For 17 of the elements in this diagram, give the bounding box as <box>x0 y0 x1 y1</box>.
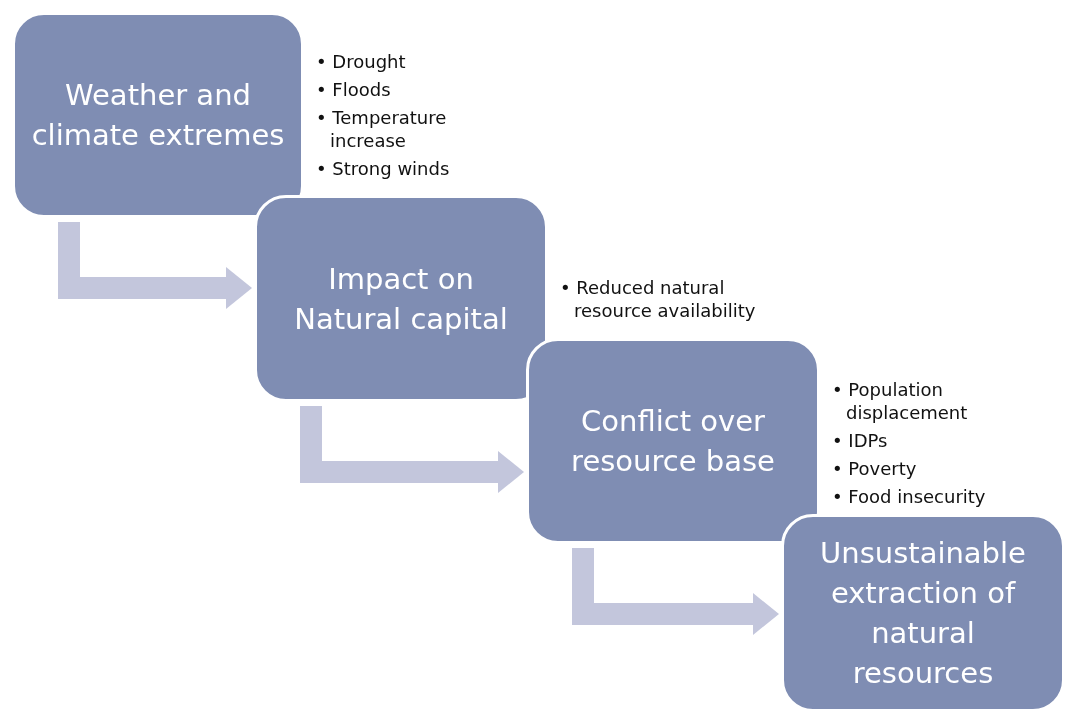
bullet-item: • Drought <box>316 50 407 73</box>
box-title: Unsustainable extraction of natural resources <box>819 535 1027 692</box>
bullet-item: • Strong winds <box>316 157 451 180</box>
process-box <box>781 514 1065 712</box>
bullet-item: • Food insecurity <box>832 485 987 508</box>
bullet-item: • Temperature increase <box>316 106 448 152</box>
box-title: Impact on Natural capital <box>293 260 509 338</box>
box-title: Conflict over resource base <box>570 403 776 480</box>
process-box <box>526 338 820 544</box>
bullet-item: • Poverty <box>832 457 918 480</box>
process-box <box>12 12 304 218</box>
bullet-item: • Floods <box>316 78 392 101</box>
bullet-item: • Population displacement <box>832 378 969 424</box>
process-box <box>254 195 548 402</box>
bullet-item: • IDPs <box>832 429 889 452</box>
box-title: Weather and climate extremes <box>30 77 286 154</box>
bullet-item: • Reduced natural resource availability <box>560 276 757 322</box>
